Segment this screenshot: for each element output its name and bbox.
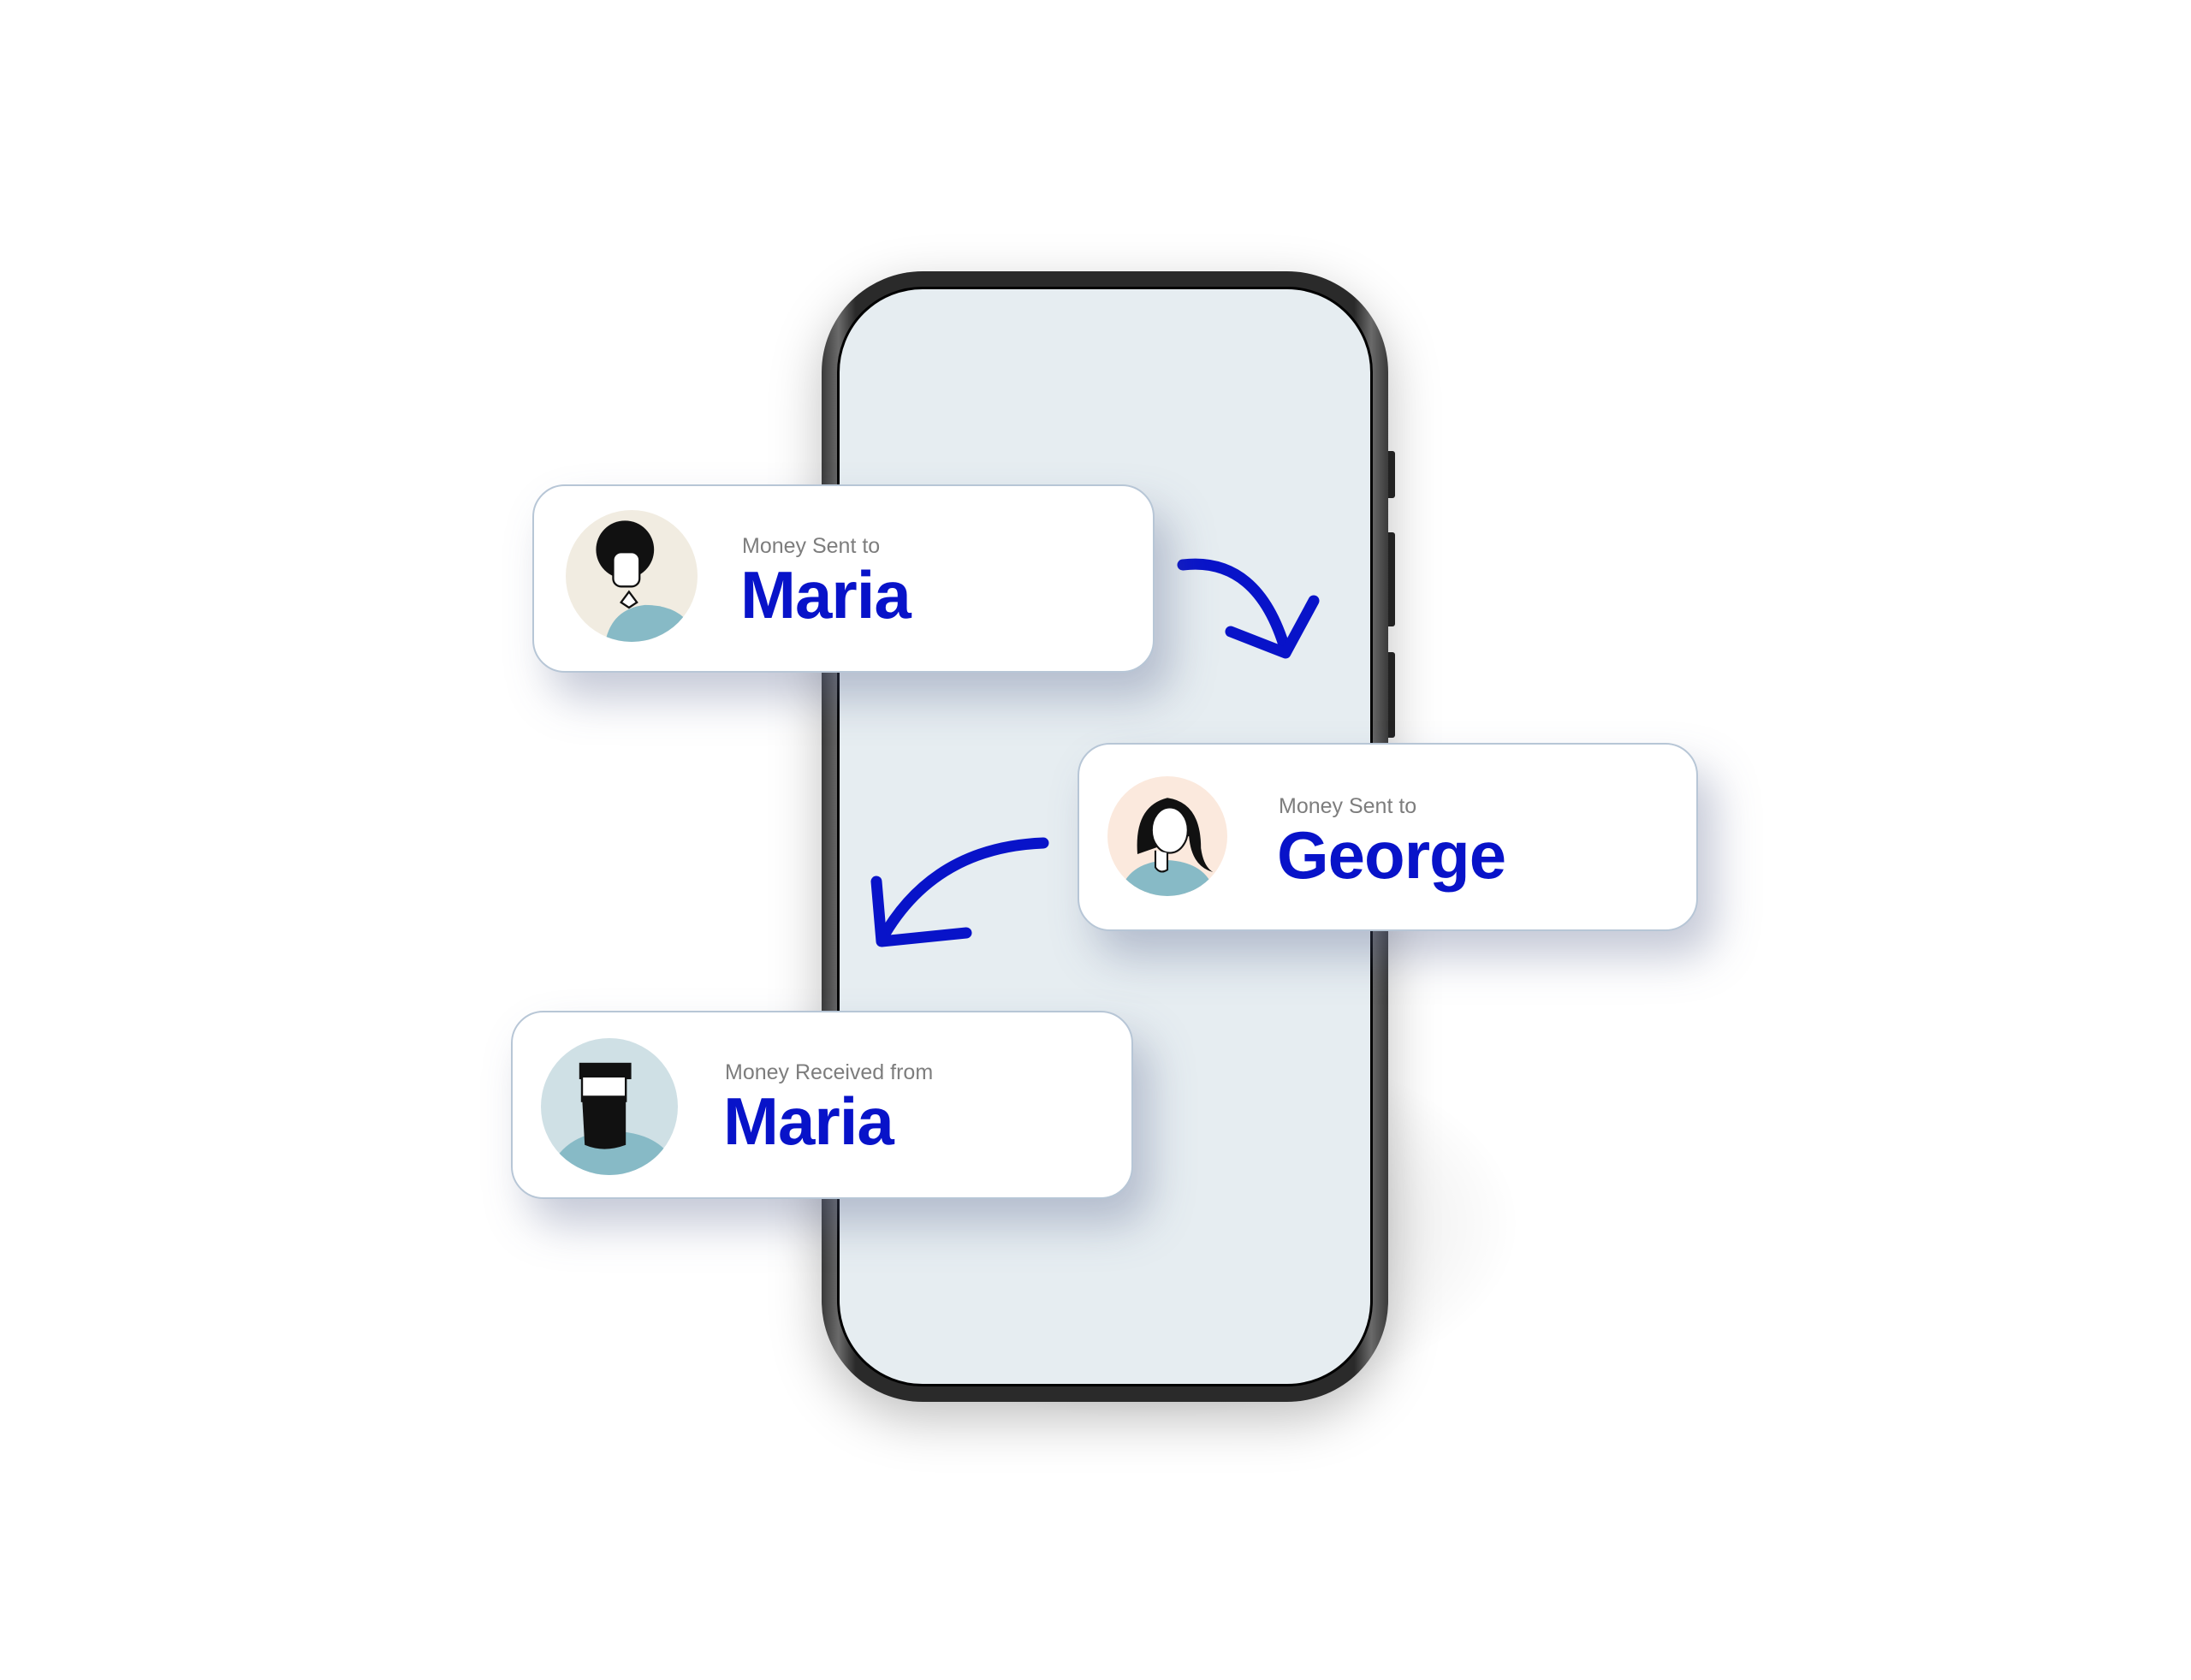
bearded-man-avatar bbox=[541, 1038, 678, 1175]
transaction-card[interactable]: Money Sent to George bbox=[1078, 743, 1698, 931]
transaction-label: Money Received from bbox=[725, 1060, 934, 1084]
transaction-label: Money Sent to bbox=[742, 534, 881, 558]
recipient-name: George bbox=[1277, 817, 1506, 893]
transaction-card[interactable]: Money Received from Maria bbox=[511, 1011, 1133, 1199]
recipient-name: Maria bbox=[740, 557, 911, 632]
transaction-card[interactable]: Money Sent to Maria bbox=[532, 484, 1155, 673]
afro-man-avatar bbox=[566, 510, 698, 642]
phone-volume-button bbox=[1388, 532, 1395, 626]
phone-volume-button bbox=[1388, 652, 1395, 738]
sender-name: Maria bbox=[723, 1083, 894, 1159]
phone-side-button bbox=[1388, 451, 1395, 498]
woman-avatar bbox=[1107, 776, 1227, 896]
transaction-label: Money Sent to bbox=[1279, 794, 1417, 818]
